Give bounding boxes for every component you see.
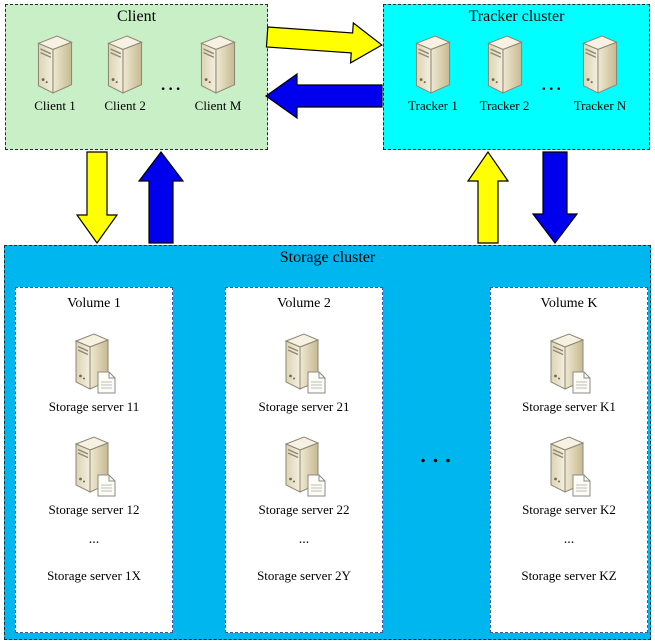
client-node-m: Client M	[183, 34, 253, 114]
volume-title: Volume 2	[277, 296, 331, 311]
storage-box-title: Storage cluster	[279, 249, 376, 266]
ellipsis-text: ...	[88, 532, 100, 547]
ellipsis-text: ...	[541, 70, 564, 95]
storage-server-icon	[70, 332, 118, 394]
storage-server-label: Storage server 11	[48, 399, 140, 414]
tracker-to-client-arrow	[264, 72, 383, 120]
volume-1-box: Volume 1 Storage server 11 Storage serve…	[15, 287, 173, 633]
ellipsis-text: ...	[160, 70, 183, 95]
client-node-2: Client 2	[90, 34, 160, 114]
storage-server-label: Storage server K1	[522, 399, 616, 414]
tracker-to-storage-arrow	[531, 151, 579, 244]
storage-server-label: Storage server 21	[258, 399, 350, 414]
client-node-1: Client 1	[20, 34, 90, 114]
storage-to-client-arrow	[137, 151, 185, 244]
client-to-storage-arrow	[75, 151, 119, 245]
server-tower-icon	[102, 34, 148, 94]
tracker-box-title: Tracker cluster	[468, 8, 565, 25]
storage-server-label: Storage server 1X	[47, 568, 141, 583]
tracker-cluster-box: Tracker cluster Tracker 1 Tracker 2 ... …	[383, 4, 650, 150]
tracker-node-n: Tracker N	[565, 34, 635, 114]
server-tower-icon	[32, 34, 78, 94]
client-box-title: Client	[116, 8, 157, 25]
tracker-node-label: Tracker N	[573, 98, 627, 113]
storage-server-label: Storage server 12	[48, 502, 140, 517]
tracker-icon-row: Tracker 1 Tracker 2 ... Tracker N	[384, 26, 649, 114]
server-tower-icon	[482, 34, 528, 94]
storage-server-icon	[280, 332, 328, 394]
client-node-label: Client 2	[104, 98, 146, 113]
storage-cluster-box: Storage cluster Volume 1 Storage server …	[4, 245, 651, 640]
storage-server-label: Storage server KZ	[521, 568, 617, 583]
storage-server-node: Storage server K2	[522, 435, 616, 518]
storage-server-label: Storage server 2Y	[257, 568, 351, 583]
volume-2-box: Volume 2 Storage server 21 Storage serve…	[225, 287, 383, 633]
storage-server-icon	[280, 435, 328, 497]
ellipsis-text: ...	[298, 532, 310, 547]
storage-server-node: Storage server K1	[522, 332, 616, 415]
tracker-node-label: Tracker 1	[408, 98, 458, 113]
volume-title: Volume K	[540, 296, 598, 311]
storage-server-node: Storage server 12	[48, 435, 140, 518]
storage-to-tracker-arrow	[466, 150, 510, 244]
storage-server-node: Storage server 21	[258, 332, 350, 415]
storage-server-label: Storage server K2	[522, 502, 616, 517]
storage-server-icon	[545, 435, 593, 497]
volume-k-box: Volume K Storage server K1 Storage serve…	[490, 287, 648, 633]
client-to-tracker-arrow	[265, 21, 383, 64]
server-tower-icon	[577, 34, 623, 94]
volume-title: Volume 1	[67, 296, 121, 311]
tracker-node-label: Tracker 2	[479, 98, 530, 113]
storage-server-node: Storage server 22	[258, 435, 350, 518]
client-node-label: Client 1	[34, 98, 76, 113]
server-tower-icon	[410, 34, 456, 94]
client-icon-row: Client 1 Client 2 ... Client M	[6, 26, 267, 114]
tracker-node-1: Tracker 1	[398, 34, 468, 114]
storage-server-node: Storage server 11	[48, 332, 140, 415]
client-node-label: Client M	[194, 98, 242, 113]
client-cluster-box: Client Client 1 Client 2 ... Client M	[5, 4, 268, 150]
server-tower-icon	[195, 34, 241, 94]
storage-server-label: Storage server 22	[258, 502, 350, 517]
storage-server-icon	[545, 332, 593, 394]
ellipsis-text: ...	[563, 532, 575, 547]
ellipsis-text: ...	[419, 436, 457, 469]
tracker-node-2: Tracker 2	[470, 34, 540, 114]
storage-server-icon	[70, 435, 118, 497]
